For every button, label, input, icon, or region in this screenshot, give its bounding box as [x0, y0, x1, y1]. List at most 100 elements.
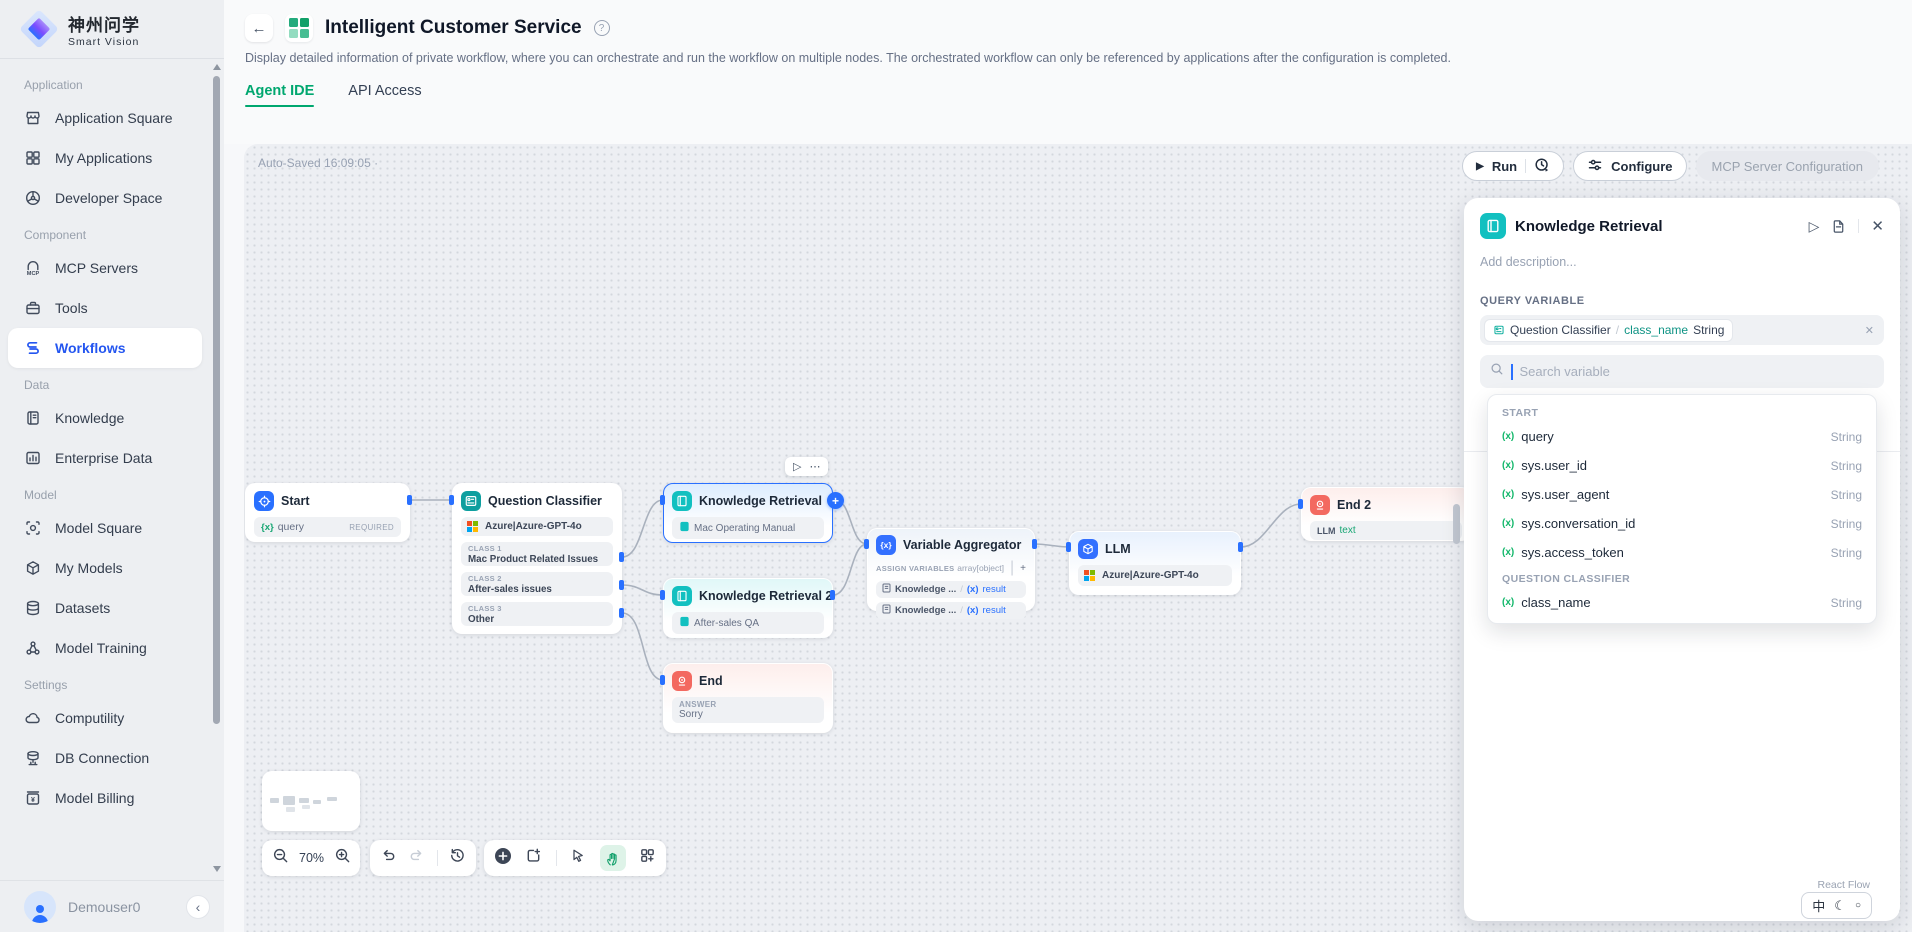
sidebar-item-my-models[interactable]: My Models: [0, 548, 210, 588]
minimap[interactable]: [262, 771, 360, 831]
variable-aggregator-icon: {x}: [876, 535, 896, 555]
variable-icon: (x): [1502, 518, 1515, 529]
collapse-sidebar-button[interactable]: ‹: [186, 894, 210, 919]
sidebar-scrollbar[interactable]: [212, 60, 222, 876]
variable-option-sys-conversation-id[interactable]: (x) sys.conversation_id String: [1502, 516, 1862, 531]
sidebar-item-db-connection[interactable]: DB Connection: [0, 738, 210, 778]
sidebar-item-tools[interactable]: Tools: [0, 288, 210, 328]
node-variable-aggregator[interactable]: {x} Variable Aggregator ASSIGN VARIABLES…: [867, 528, 1035, 619]
group-label-start: START: [1502, 407, 1539, 419]
sidebar-item-developer-space[interactable]: Developer Space: [0, 178, 210, 218]
redo-icon[interactable]: [408, 847, 425, 869]
workflow-canvas[interactable]: Auto-Saved 16:09:05 · ▶ Run Configure MC…: [244, 144, 1912, 932]
node-start[interactable]: Start {x} query REQUIRED: [245, 483, 410, 542]
sidebar-item-datasets[interactable]: Datasets: [0, 588, 210, 628]
edge-layer: [410, 499, 1302, 681]
run-node-icon[interactable]: ▷: [1808, 217, 1820, 234]
canvas-scrollbar-thumb[interactable]: [1453, 504, 1460, 544]
node-knowledge-retrieval-2[interactable]: Knowledge Retrieval 2 After-sales QA: [663, 578, 833, 638]
handle-llm-in[interactable]: [1066, 542, 1071, 552]
handle-start-out[interactable]: [407, 495, 412, 505]
node-end-2[interactable]: End 2 LLM text: [1301, 487, 1471, 541]
handle-va-out[interactable]: [1032, 539, 1037, 549]
required-badge: REQUIRED: [349, 522, 394, 532]
handle-qc-class1-out[interactable]: [619, 552, 624, 562]
variable-icon: (x): [1502, 431, 1515, 442]
hand-tool-icon[interactable]: [599, 845, 626, 871]
variable-option-sys-user-agent[interactable]: (x) sys.user_agent String: [1502, 487, 1862, 502]
variable-option-sys-user-id[interactable]: (x) sys.user_id String: [1502, 458, 1862, 473]
doc-icon: [882, 583, 891, 596]
auto-layout-icon[interactable]: [639, 847, 656, 869]
handle-qc-class2-out[interactable]: [619, 580, 624, 590]
zoom-level[interactable]: 70%: [299, 851, 325, 865]
handle-qc-class3-out[interactable]: [619, 608, 624, 618]
configure-button[interactable]: Configure: [1573, 151, 1687, 181]
sidebar-item-enterprise-data[interactable]: Enterprise Data: [0, 438, 210, 478]
sidebar-item-workflows[interactable]: Workflows: [8, 328, 202, 368]
question-classifier-icon: [461, 491, 481, 511]
add-variable-icon[interactable]: +: [1020, 562, 1026, 574]
scroll-down-icon[interactable]: [213, 866, 221, 872]
handle-end2-in[interactable]: [1298, 499, 1303, 509]
sidebar-item-model-billing[interactable]: ¥ Model Billing: [0, 778, 210, 818]
sidebar-item-model-square[interactable]: Model Square: [0, 508, 210, 548]
variable-option-query[interactable]: (x) query String: [1502, 429, 1862, 444]
close-icon[interactable]: ✕: [1871, 218, 1884, 235]
undo-icon[interactable]: [380, 847, 397, 869]
handle-kr-in[interactable]: [660, 495, 665, 505]
handle-kr2-out[interactable]: [830, 590, 835, 600]
handle-va-in[interactable]: [864, 539, 869, 549]
more-options-icon[interactable]: ⋯: [809, 461, 821, 473]
node-question-classifier[interactable]: Question Classifier Azure|Azure-GPT-4o C…: [452, 483, 622, 634]
help-icon[interactable]: ?: [593, 20, 610, 36]
variable-search[interactable]: [1480, 355, 1884, 388]
scrollbar-thumb[interactable]: [213, 76, 220, 724]
doc-icon[interactable]: [1831, 219, 1846, 234]
variable-icon: {x}: [261, 521, 274, 533]
zoom-out-icon[interactable]: [272, 847, 289, 869]
language-toggle[interactable]: 中: [1812, 899, 1826, 914]
handle-qc-in[interactable]: [449, 495, 454, 505]
avatar[interactable]: [24, 890, 56, 923]
node-knowledge-retrieval[interactable]: Knowledge Retrieval Mac Operating Manual: [663, 483, 833, 543]
schedule-icon[interactable]: [1534, 157, 1550, 176]
sidebar-item-mcp-servers[interactable]: MCP MCP Servers: [0, 248, 210, 288]
database-icon: [24, 599, 42, 617]
selected-variable-chip[interactable]: Question Classifier / class_name String: [1484, 318, 1734, 342]
zoom-in-icon[interactable]: [334, 847, 351, 869]
add-note-icon[interactable]: [525, 847, 542, 869]
scroll-up-icon[interactable]: [213, 64, 221, 70]
pointer-tool-icon[interactable]: [570, 848, 586, 869]
section-label-component: Component: [24, 228, 87, 242]
run-button[interactable]: ▶ Run: [1462, 151, 1565, 181]
add-node-icon[interactable]: [494, 847, 512, 870]
sidebar-item-computility[interactable]: Computility: [0, 698, 210, 738]
variable-option-class-name[interactable]: (x) class_name String: [1502, 595, 1862, 610]
remove-variable-icon[interactable]: ✕: [1864, 324, 1874, 337]
version-history-icon[interactable]: [449, 847, 466, 869]
back-button[interactable]: ←: [245, 14, 273, 42]
canvas-toolbar: ▶ Run Configure MCP Server Configuration: [1462, 151, 1879, 181]
handle-llm-out[interactable]: [1238, 542, 1243, 552]
description-input[interactable]: Add description...: [1480, 255, 1577, 269]
node-llm[interactable]: LLM Azure|Azure-GPT-4o: [1069, 531, 1241, 595]
tab-api-access[interactable]: API Access: [348, 83, 422, 99]
search-variable-input[interactable]: [1519, 364, 1874, 379]
theme-moon-icon[interactable]: ☾: [1834, 897, 1846, 913]
sidebar-item-knowledge[interactable]: Knowledge: [0, 398, 210, 438]
variable-option-sys-access-token[interactable]: (x) sys.access_token String: [1502, 545, 1862, 560]
handle-end-in[interactable]: [660, 675, 665, 685]
handle-kr2-in[interactable]: [660, 590, 665, 600]
run-node-icon[interactable]: ▷: [793, 461, 802, 473]
tab-agent-ide[interactable]: Agent IDE: [245, 83, 315, 107]
sidebar-item-application-square[interactable]: Application Square: [0, 98, 210, 138]
brand-subtitle: Smart Vision: [68, 35, 140, 48]
node-end[interactable]: End ANSWER Sorry: [663, 663, 833, 733]
sidebar-item-my-applications[interactable]: My Applications: [0, 138, 210, 178]
status-circle-icon[interactable]: ○: [1854, 900, 1861, 911]
add-next-node-button[interactable]: +: [827, 492, 844, 509]
selected-variable-row[interactable]: Question Classifier / class_name String …: [1480, 315, 1884, 345]
mcp-server-configuration-button[interactable]: MCP Server Configuration: [1695, 151, 1879, 181]
sidebar-item-model-training[interactable]: Model Training: [0, 628, 210, 668]
